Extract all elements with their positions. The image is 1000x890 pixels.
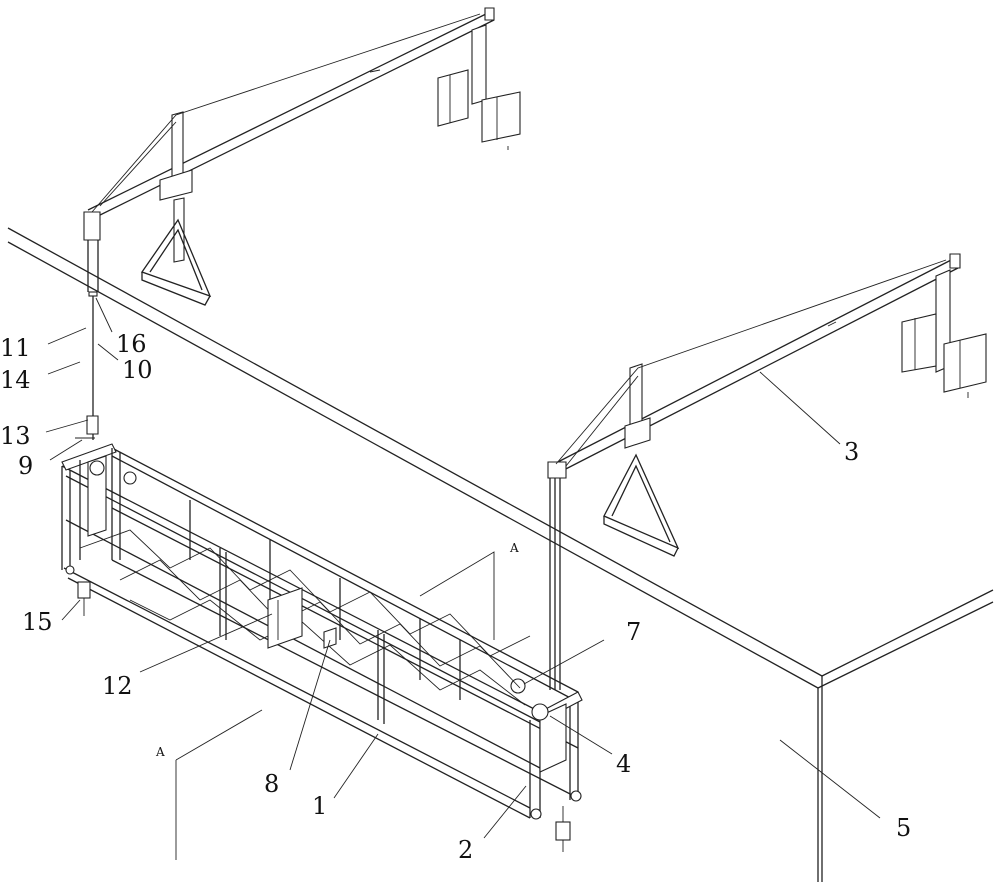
building-outline (7, 227, 994, 882)
working-platform (61, 443, 583, 852)
callout-1: 1 (312, 792, 327, 820)
left-wire-rope (75, 296, 99, 440)
callout-3: 3 (844, 438, 859, 466)
callout-5: 5 (896, 814, 911, 842)
section-line: A A (155, 541, 519, 860)
callout-10: 10 (122, 356, 153, 384)
left-suspension-frame (83, 7, 521, 306)
callout-2: 2 (458, 836, 473, 864)
section-marker-a-top: A (509, 541, 519, 555)
right-suspension-frame (547, 253, 987, 690)
callout-13: 13 (0, 422, 31, 450)
callout-7: 7 (626, 618, 641, 646)
section-marker-a-bottom: A (155, 745, 165, 759)
callout-4: 4 (616, 750, 631, 778)
callout-11: 11 (0, 334, 31, 362)
callout-9: 9 (18, 452, 33, 480)
callout-14: 14 (0, 366, 31, 394)
leader-lines (45, 297, 881, 839)
callout-8: 8 (264, 770, 279, 798)
callout-16: 16 (116, 330, 147, 358)
callout-labels: 11 14 16 10 13 9 15 12 8 1 2 4 7 3 5 (0, 330, 911, 864)
callout-12: 12 (102, 672, 133, 700)
callout-15: 15 (22, 608, 53, 636)
